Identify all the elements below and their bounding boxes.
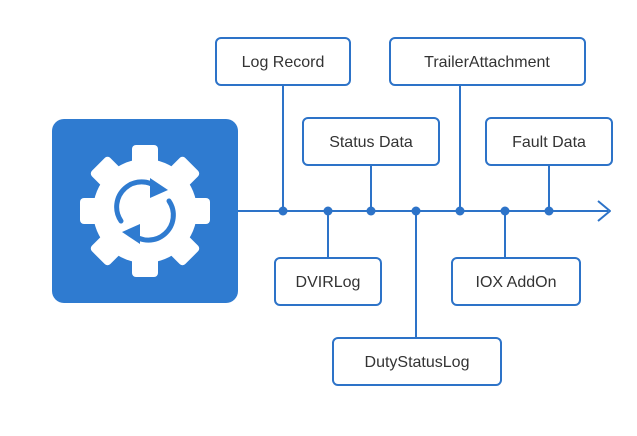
node-duty-status-log: DutyStatusLog (332, 337, 502, 386)
gear-sync-icon (80, 145, 210, 277)
junction-dvir-log (323, 206, 333, 216)
node-fault-data-box (485, 117, 613, 166)
node-trailer-attachment-label: TrailerAttachment (424, 54, 550, 71)
node-duty-status-log-box (332, 337, 502, 386)
node-dvir-log: DVIRLog (274, 257, 382, 306)
junction-iox-addon (500, 206, 510, 216)
source-tile (52, 119, 238, 303)
node-log-record-label: Log Record (242, 54, 325, 71)
node-status-data: Status Data (302, 117, 440, 166)
gear-icon (80, 145, 210, 277)
bus-arrowhead (597, 200, 611, 222)
sync-arrowheads (122, 178, 168, 244)
junction-duty-status-log (411, 206, 421, 216)
node-trailer-attachment: TrailerAttachment (389, 37, 586, 86)
node-fault-data-label: Fault Data (512, 134, 586, 151)
node-status-data-label: Status Data (329, 134, 413, 151)
node-dvir-log-label: DVIRLog (296, 274, 361, 291)
node-duty-status-log-label: DutyStatusLog (365, 354, 470, 371)
node-log-record: Log Record (215, 37, 351, 86)
node-log-record-box (215, 37, 351, 86)
node-iox-addon-label: IOX AddOn (476, 274, 557, 291)
junction-status-data (366, 206, 376, 216)
junction-log-record (278, 206, 288, 216)
node-iox-addon: IOX AddOn (451, 257, 581, 306)
junction-fault-data (544, 206, 554, 216)
node-fault-data: Fault Data (485, 117, 613, 166)
node-iox-addon-box (451, 257, 581, 306)
sync-arrows-icon (114, 179, 176, 243)
node-dvir-log-box (274, 257, 382, 306)
junction-trailer-attachment (455, 206, 465, 216)
node-trailer-attachment-box (389, 37, 586, 86)
node-status-data-box (302, 117, 440, 166)
